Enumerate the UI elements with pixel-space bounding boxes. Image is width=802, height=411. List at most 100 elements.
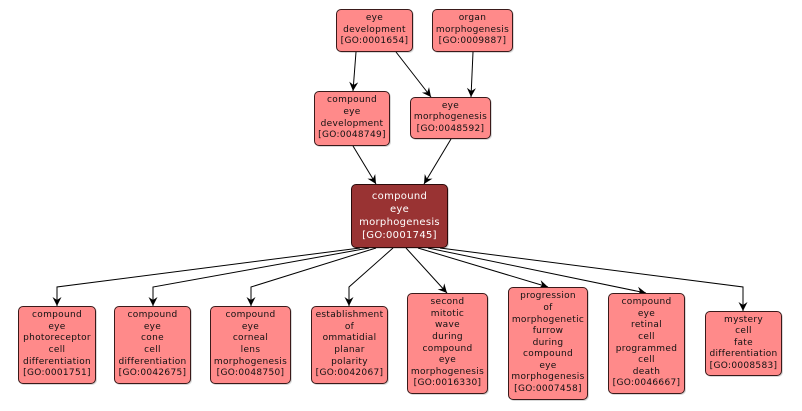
go-term-label-line: compound xyxy=(127,310,178,321)
edge-GO0001745-to-GO0001751 xyxy=(56,247,361,306)
go-term-label-line: photoreceptor xyxy=(23,333,91,344)
go-term-label-line: of xyxy=(543,302,553,313)
go-term-id: [GO:0042067] xyxy=(315,368,384,379)
edge-GO0001745-to-GO0046667 xyxy=(427,247,647,294)
go-term-id: [GO:0048592] xyxy=(416,123,485,134)
go-term-label-line: lens xyxy=(240,345,261,355)
arrowhead-icon xyxy=(538,280,548,289)
go-term-label-line: cell xyxy=(144,345,161,355)
go-term-label-line: of xyxy=(344,321,355,332)
go-term-label-line: development xyxy=(320,118,384,129)
go-term-label-line: compound xyxy=(422,343,473,354)
go-term-label-line: mystery xyxy=(724,314,763,325)
go-term-label-line: wave xyxy=(435,320,460,331)
arrowhead-icon xyxy=(421,87,431,97)
go-term-label-line: fate xyxy=(734,337,753,348)
go-term-label-line: differentiation xyxy=(118,356,187,367)
arrowhead-icon xyxy=(52,297,62,306)
go-term-label-line: mitotic xyxy=(430,308,465,319)
go-term-label-line: ommatidial xyxy=(322,333,377,344)
arrowhead-icon xyxy=(349,81,359,91)
edge-GO0001745-to-GO0008583 xyxy=(439,247,744,311)
go-term-label-line: retinal xyxy=(631,320,662,331)
go-term-label-line: cell xyxy=(638,355,655,366)
go-term-label-line: planar xyxy=(334,345,365,355)
go-term-id: [GO:0016330] xyxy=(413,378,482,389)
go-term-label-line: morphogenesis xyxy=(511,372,585,383)
go-term-label-line: compound xyxy=(371,191,428,202)
go-term-id: [GO:0007458] xyxy=(514,384,582,395)
edge-GO0001745-to-GO0016330 xyxy=(405,247,448,294)
go-term-id: [GO:0048750] xyxy=(216,368,285,379)
arrowhead-icon xyxy=(344,297,354,306)
go-term-label-line: compound xyxy=(32,310,82,321)
go-term-label-line: establishment xyxy=(315,310,384,321)
edge-GO0001745-to-GO0042675 xyxy=(152,247,370,306)
go-term-id: [GO:0042675] xyxy=(118,368,187,379)
arrowhead-icon xyxy=(148,297,158,306)
edge-GO0001654-to-GO0048749 xyxy=(352,51,357,92)
go-term-label-line: eye xyxy=(441,100,460,111)
go-term-label-line: morphogenesis xyxy=(435,24,510,35)
arrowhead-icon xyxy=(437,283,447,293)
edge-GO0001654-to-GO0048592 xyxy=(395,51,432,98)
go-term-id: [GO:0009887] xyxy=(438,36,507,47)
go-term-label-line: compound xyxy=(523,349,573,360)
go-term-label-line: second xyxy=(430,297,465,308)
go-term-label-line: morphogenesis xyxy=(413,112,488,123)
go-term-id: [GO:0001751] xyxy=(23,368,91,379)
go-term-label-line: polarity xyxy=(331,356,368,367)
go-term-id: [GO:0048749] xyxy=(318,130,386,141)
go-term-label-line: eye xyxy=(438,355,457,366)
go-term-label-line: morphogenesis xyxy=(359,217,440,228)
arrowhead-icon xyxy=(246,297,256,306)
go-term-label-line: cell xyxy=(735,326,752,337)
go-term-label-line: organ xyxy=(458,13,487,24)
go-term-label-line: development xyxy=(343,24,406,35)
go-term-label-line: eye xyxy=(539,360,557,371)
edge-GO0009887-to-GO0048592 xyxy=(470,51,474,98)
go-term-label-line: progression xyxy=(520,291,576,302)
edge-GO0048592-to-GO0001745 xyxy=(423,138,452,185)
edge-GO0001745-to-GO0042067 xyxy=(348,247,394,306)
go-term-label-line: during xyxy=(432,331,463,342)
go-term-label-line: morphogenetic xyxy=(511,314,585,325)
go-term-label-line: differentiation xyxy=(22,356,92,367)
go-term-label-line: during xyxy=(532,337,564,348)
go-term-label-line: eye xyxy=(241,321,260,332)
go-term-label-line: compound xyxy=(621,297,672,308)
go-term-label-line: eye xyxy=(365,13,384,24)
edge-GO0048749-to-GO0001745 xyxy=(352,145,377,185)
edge-GO0001745-to-GO0048750 xyxy=(250,247,377,306)
go-term-label-line: cell xyxy=(48,345,66,355)
go-term-label-line: programmed xyxy=(615,343,678,354)
go-term-label-line: cell xyxy=(638,331,655,342)
go-term-label-line: corneal xyxy=(232,333,269,344)
go-term-label-line: eye xyxy=(637,308,656,319)
go-term-label-line: furrow xyxy=(532,326,564,337)
go-term-id: [GO:0008583] xyxy=(709,360,778,371)
edge-GO0001745-to-GO0007458 xyxy=(417,247,549,288)
arrowhead-icon xyxy=(466,87,476,97)
go-term-label-line: cone xyxy=(141,333,164,344)
go-term-id: [GO:0046667] xyxy=(612,378,681,389)
go-term-label-line: eye xyxy=(143,321,162,332)
go-term-id: [GO:0001654] xyxy=(340,36,409,47)
go-term-label-line: compound xyxy=(327,95,377,106)
arrowhead-icon xyxy=(424,173,433,184)
go-term-label-line: death xyxy=(632,366,661,377)
